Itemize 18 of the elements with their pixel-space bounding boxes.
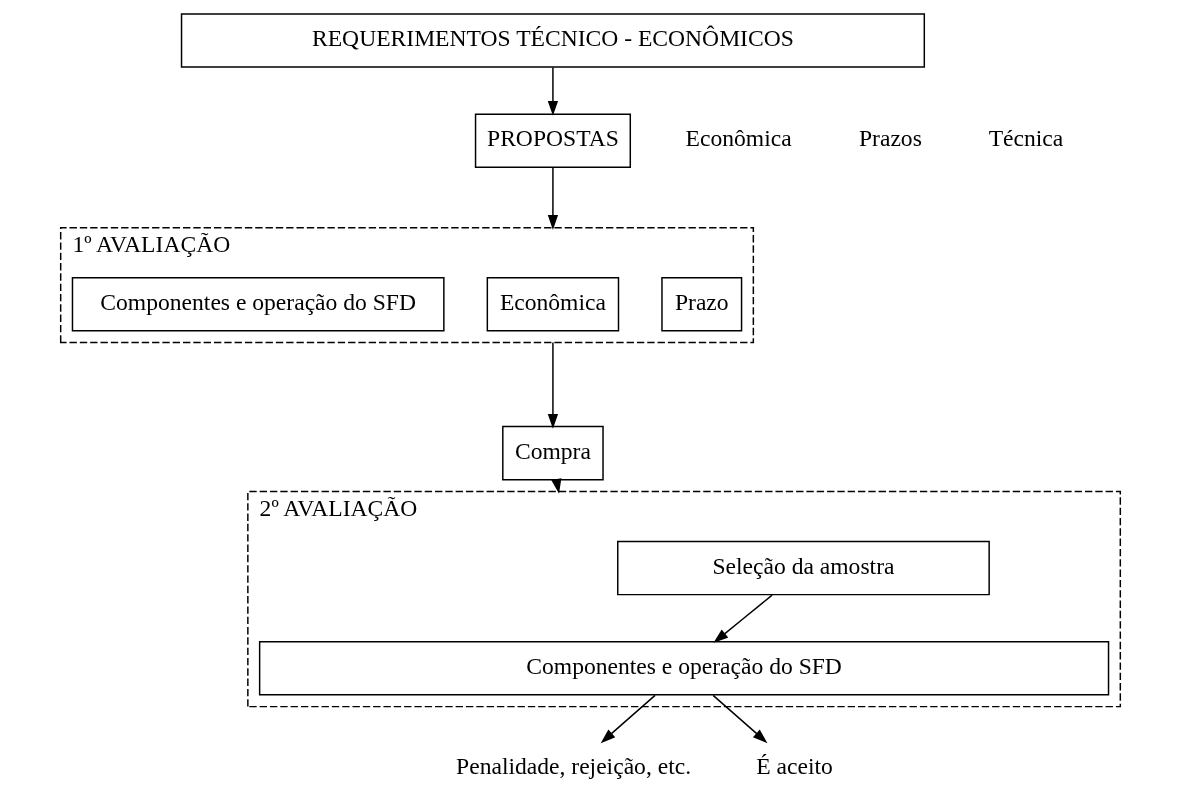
- node-text: É aceito: [755, 753, 833, 780]
- arrow: [600, 694, 656, 744]
- label: Técnica: [988, 125, 1063, 152]
- node-box: PROPOSTAS: [474, 113, 631, 168]
- node-box: Seleção da amostra: [616, 540, 990, 596]
- label: Prazos: [858, 125, 922, 152]
- node-box: REQUERIMENTOS TÉCNICO - ECONÔMICOS: [180, 13, 925, 68]
- arrow: [547, 66, 558, 116]
- node-box: Componentes e operação do SFD: [258, 641, 1109, 696]
- label: Econômica: [685, 125, 792, 152]
- arrow: [547, 341, 558, 429]
- arrow: [711, 694, 767, 744]
- node-box: Econômica: [486, 277, 619, 332]
- node-box: Prazo: [660, 277, 742, 332]
- node-box: Componentes e operação do SFD: [71, 277, 445, 332]
- arrow: [713, 594, 773, 643]
- arrow: [547, 166, 558, 230]
- node-text: Penalidade, rejeição, etc.: [455, 753, 691, 780]
